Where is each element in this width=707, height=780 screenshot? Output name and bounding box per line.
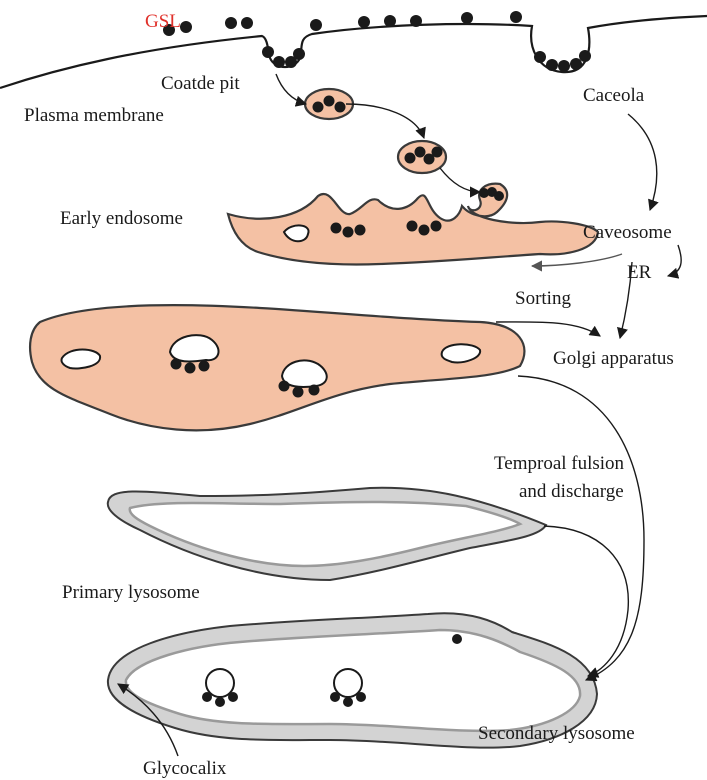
gsl-dot xyxy=(199,361,210,372)
early-endosome xyxy=(228,184,598,265)
secondary-lysosome-label: Secondary lysosome xyxy=(478,723,635,744)
gsl-dot xyxy=(228,692,238,702)
er-label: ER xyxy=(627,262,652,283)
gsl-dot xyxy=(419,225,430,236)
arrow-pit-to-vesicle xyxy=(276,74,306,104)
gsl-dot xyxy=(310,19,322,31)
arrow-caveola-to-caveosome xyxy=(628,114,657,210)
arrow-vesicle-to-endosome-bud xyxy=(440,168,480,192)
gsl-dot xyxy=(331,223,342,234)
gsl-dot xyxy=(415,147,426,158)
primary-lysosome xyxy=(108,488,546,580)
gsl-dot xyxy=(241,17,253,29)
primary-lysosome-label: Primary lysosome xyxy=(62,582,200,603)
gsl-dot xyxy=(343,227,354,238)
gsl-dot xyxy=(431,221,442,232)
gsl-dot xyxy=(534,51,546,63)
golgi-membrane xyxy=(30,305,524,430)
gsl-dot xyxy=(558,60,570,72)
gsl-dot xyxy=(185,363,196,374)
gsl-dot xyxy=(407,221,418,232)
gsl-dot xyxy=(171,359,182,370)
gsl-dot xyxy=(546,59,558,71)
golgi-vacuole xyxy=(282,360,327,387)
gsl-dot xyxy=(461,12,473,24)
gsl-dot xyxy=(273,56,285,68)
internal-vesicle xyxy=(206,669,234,697)
gsl-dot xyxy=(579,50,591,62)
primary-lysosome-inner-membrane xyxy=(130,502,520,566)
gsl-dot xyxy=(432,147,443,158)
gsl-dot xyxy=(279,381,290,392)
gsl-dot xyxy=(330,692,340,702)
caveola-label: Caceola xyxy=(583,85,645,106)
gsl-dot xyxy=(324,96,335,107)
gsl-dot xyxy=(180,21,192,33)
gsl-dot xyxy=(262,46,274,58)
internal-vesicle xyxy=(334,669,362,697)
gsl-dot xyxy=(293,387,304,398)
arrow-caveosome-to-er xyxy=(668,245,681,276)
gsl-dot xyxy=(309,385,320,396)
gsl-dot xyxy=(293,48,305,60)
gsl-molecules xyxy=(163,11,591,72)
gsl-dot xyxy=(343,697,353,707)
membrane-gsl-dot xyxy=(452,634,462,644)
sorting-label: Sorting xyxy=(515,288,571,309)
gsl-dot xyxy=(510,11,522,23)
golgi-label: Golgi apparatus xyxy=(553,348,674,369)
coated-pit-label: Coatde pit xyxy=(161,73,240,94)
gsl-dot xyxy=(405,153,416,164)
gsl-dot xyxy=(356,692,366,702)
temporal-fusion-label-line2: and discharge xyxy=(519,481,624,502)
gsl-dot xyxy=(384,15,396,27)
vesicle-2 xyxy=(398,141,446,173)
temporal-fusion-label-line1: Temproal fulsion xyxy=(494,453,625,474)
arrow-vesicle-to-vesicle xyxy=(346,104,424,138)
golgi-compartment xyxy=(30,305,524,430)
gsl-dot xyxy=(494,191,504,201)
gsl-label: GSL xyxy=(145,11,181,32)
gsl-dot xyxy=(410,15,422,27)
gsl-dot xyxy=(202,692,212,702)
plasma-membrane xyxy=(0,16,707,88)
gsl-dot xyxy=(358,16,370,28)
gsl-dot xyxy=(313,102,324,113)
golgi-vacuole xyxy=(61,350,100,369)
caveosome-label: Caveosome xyxy=(583,222,672,243)
vesicle-1 xyxy=(305,89,353,119)
gsl-dot xyxy=(355,225,366,236)
arrow-caveosome-to-endosome xyxy=(532,254,622,266)
glycocalix-label: Glycocalix xyxy=(143,758,227,779)
gsl-dot xyxy=(225,17,237,29)
plasma-membrane-label: Plasma membrane xyxy=(24,105,164,126)
gsl-dot xyxy=(215,697,225,707)
early-endosome-label: Early endosome xyxy=(60,208,183,229)
gsl-dot xyxy=(570,58,582,70)
gsl-dot xyxy=(335,102,346,113)
